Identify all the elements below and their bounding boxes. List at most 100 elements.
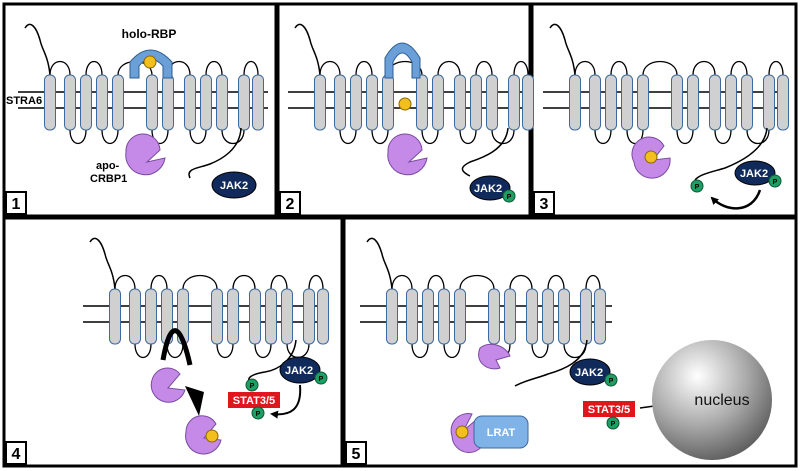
crbp1-binding-site-empty bbox=[478, 343, 511, 370]
phosphate-label: P bbox=[319, 376, 324, 383]
panel-number: 5 bbox=[352, 446, 361, 463]
panel-number-box bbox=[5, 191, 27, 215]
stat-label: STAT3/5 bbox=[588, 404, 630, 416]
n-terminal-tail bbox=[89, 237, 116, 290]
stra6-transmembrane-helix bbox=[558, 288, 570, 345]
stra6-transmembrane-helix bbox=[211, 288, 223, 345]
tail-phosphate-label: P bbox=[250, 383, 255, 390]
phosphate-label: P bbox=[773, 179, 778, 186]
panel-number-box bbox=[5, 441, 27, 465]
stra6-loop bbox=[205, 60, 223, 76]
stra6-transmembrane-helix bbox=[763, 74, 775, 131]
stra6-transmembrane-helix bbox=[146, 74, 158, 131]
stra6-loop bbox=[692, 60, 716, 76]
stra6-loop bbox=[232, 274, 256, 290]
stra6-loop bbox=[459, 275, 495, 290]
stra6-transmembrane-helix bbox=[227, 288, 239, 345]
stra6-transmembrane-helix bbox=[350, 74, 362, 131]
stra6-transmembrane-helix bbox=[314, 74, 326, 131]
panel-3: JAK2 P P 3 bbox=[533, 23, 789, 215]
jak2 bbox=[734, 160, 776, 186]
panel-2-membrane-protein bbox=[288, 23, 534, 145]
stat-phosphate bbox=[606, 416, 620, 430]
phosphorylation-arrow bbox=[710, 189, 762, 210]
stra6-loop bbox=[421, 129, 439, 145]
panel-number: 2 bbox=[286, 196, 295, 213]
stra6-transmembrane-helix bbox=[725, 74, 737, 131]
stra6-loop bbox=[308, 274, 324, 290]
stra6-transmembrane-helix bbox=[580, 288, 592, 345]
phosphate bbox=[604, 373, 618, 387]
jak2-label: JAK2 bbox=[474, 183, 502, 195]
panel-number-box bbox=[279, 191, 301, 215]
stra6-transmembrane-helix bbox=[64, 74, 76, 131]
apo-crbp1-label-line1: apo- bbox=[96, 160, 120, 172]
tail-phosphate bbox=[245, 378, 259, 392]
phosphate-label: P bbox=[609, 378, 614, 385]
retinol bbox=[205, 429, 219, 443]
stra6-transmembrane-helix bbox=[504, 288, 516, 345]
panel-number-box bbox=[533, 191, 555, 215]
stra6-transmembrane-helix bbox=[637, 74, 649, 131]
stra6-transmembrane-helix bbox=[416, 74, 428, 131]
holo-rbp bbox=[129, 49, 173, 79]
nucleus bbox=[652, 340, 772, 460]
stat-phosphorylation-arrow bbox=[270, 384, 302, 419]
release-arrowhead bbox=[185, 386, 204, 416]
stra6-loop bbox=[355, 60, 373, 76]
phosphate bbox=[768, 174, 782, 188]
stra6-loop bbox=[509, 274, 533, 290]
retinol bbox=[455, 425, 469, 439]
n-terminal-tail bbox=[294, 23, 321, 76]
stra6-transmembrane-helix bbox=[162, 74, 174, 131]
stra6-loop bbox=[411, 343, 429, 359]
stra6-transmembrane-helix bbox=[109, 288, 121, 345]
stra6-transmembrane-helix bbox=[80, 74, 92, 131]
stra6-transmembrane-helix bbox=[594, 288, 606, 345]
stra6-loop bbox=[610, 60, 628, 76]
phosphate-label: P bbox=[507, 194, 512, 201]
stra6-loop bbox=[475, 60, 493, 76]
apo-crbp1-label-line2: CRBP1 bbox=[90, 173, 127, 185]
jak2-label: JAK2 bbox=[285, 365, 313, 377]
stra6-transmembrane-helix bbox=[522, 74, 534, 131]
stra6-transmembrane-helix bbox=[96, 74, 108, 131]
stra6-loop bbox=[730, 60, 748, 76]
stra6-loop bbox=[49, 60, 71, 76]
stra6-loop bbox=[714, 129, 732, 145]
stra6-loop bbox=[491, 129, 515, 145]
stra6-loop bbox=[768, 60, 784, 76]
stat-phosphate bbox=[251, 406, 265, 420]
stra6-transmembrane-helix bbox=[741, 74, 753, 131]
panel-3-membrane-protein bbox=[543, 23, 789, 145]
holo-rbp-label: holo-RBP bbox=[122, 27, 177, 41]
stra6-transmembrane-helix bbox=[526, 288, 538, 345]
stra6-transmembrane-helix bbox=[129, 288, 141, 345]
stra6-transmembrane-helix bbox=[386, 288, 398, 345]
stra6-loop bbox=[391, 274, 413, 290]
jak2-label: JAK2 bbox=[220, 180, 248, 192]
stra6-transmembrane-helix bbox=[569, 74, 581, 131]
panel-number: 1 bbox=[12, 196, 21, 213]
apo-crbp1-released bbox=[150, 367, 186, 403]
lrat-label: LRAT bbox=[487, 427, 516, 439]
stra6-loop bbox=[547, 274, 565, 290]
lrat bbox=[473, 415, 529, 449]
stra6-transmembrane-helix bbox=[406, 288, 418, 345]
stra6-loop bbox=[270, 274, 288, 290]
panel-5-membrane-protein bbox=[360, 237, 612, 359]
stra6-loop bbox=[642, 61, 678, 76]
release-arrow-arc bbox=[160, 328, 193, 366]
stra6-transmembrane-helix bbox=[265, 288, 277, 345]
retinol bbox=[143, 55, 157, 69]
stat-phosphate-label: P bbox=[611, 421, 616, 428]
panel-4-frame bbox=[2, 216, 344, 468]
stra6-loop bbox=[319, 60, 341, 76]
apo-rbp bbox=[384, 42, 421, 79]
stra6-transmembrane-helix bbox=[488, 288, 500, 345]
apo-crbp1 bbox=[125, 133, 166, 176]
stra6-transmembrane-helix bbox=[486, 74, 498, 131]
stra6-loop bbox=[254, 343, 272, 359]
c-terminal-tail bbox=[188, 127, 242, 179]
